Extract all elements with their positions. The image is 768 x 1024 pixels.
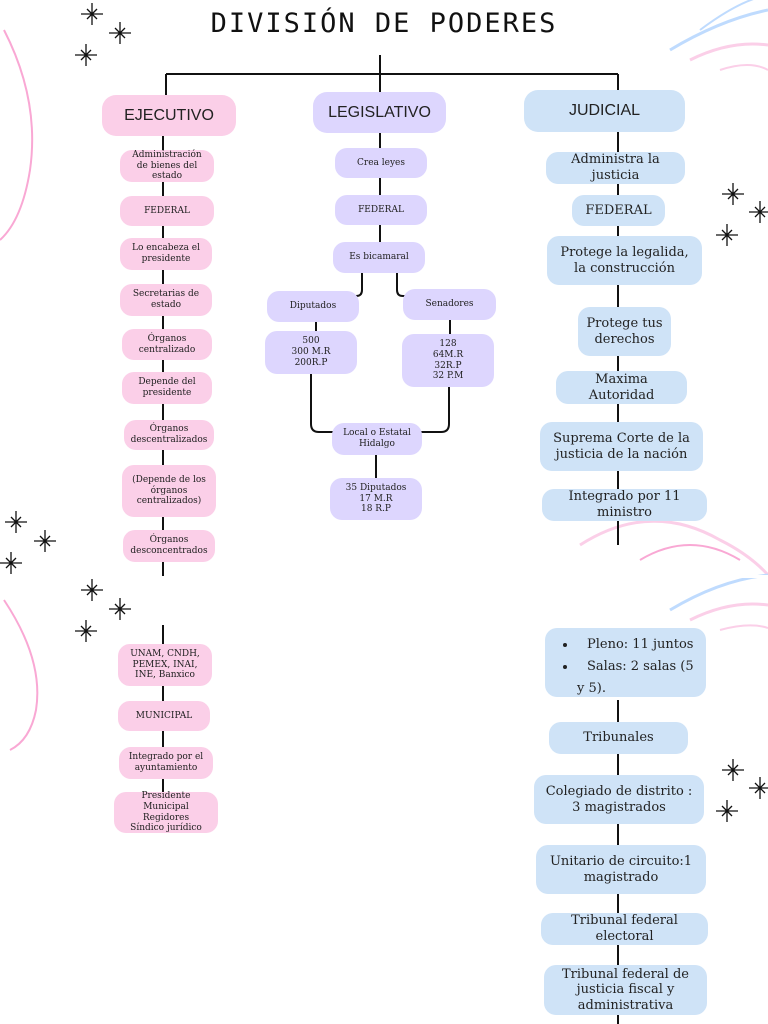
suprema-corte-list: Pleno: 11 juntos Salas: 2 salas (5 y 5).: [545, 628, 706, 697]
judicial-item: Tribunal federal electoral: [541, 913, 708, 945]
ejecutivo-item: Integrado por el ayuntamiento: [119, 747, 213, 779]
ejecutivo-item: Administración de bienes del estado: [120, 150, 214, 182]
page-title: DIVISIÓN DE PODERES: [210, 8, 558, 39]
judicial-item: Colegiado de distrito : 3 magistrados: [534, 775, 704, 824]
ejecutivo-item: (Depende de los órganos centralizados): [122, 465, 216, 517]
judicial-item: Protege la legalida, la construcción: [547, 236, 702, 285]
legislativo-header: LEGISLATIVO: [313, 92, 446, 133]
ejecutivo-item: Presidente Municipal Regidores Síndico j…: [114, 791, 218, 833]
ejecutivo-item: FEDERAL: [120, 196, 214, 226]
legislativo-item: Crea leyes: [335, 148, 427, 178]
legislativo-item: Es bicamaral: [333, 242, 425, 273]
judicial-item: Maxima Autoridad: [556, 371, 687, 404]
ejecutivo-item: MUNICIPAL: [118, 701, 210, 731]
local-diputados-count: 35 Diputados 17 M.R 18 R.P: [330, 478, 422, 520]
ejecutivo-header: EJECUTIVO: [102, 95, 236, 136]
ejecutivo-item: UNAM, CNDH, PEMEX, INAI, INE, Banxico: [118, 644, 212, 686]
judicial-item: FEDERAL: [572, 195, 665, 226]
ejecutivo-item: Depende del presidente: [122, 372, 212, 404]
diputados-box: Diputados: [267, 291, 359, 322]
ejecutivo-item: Órganos centralizado: [122, 329, 212, 360]
judicial-item: Suprema Corte de la justicia de la nació…: [540, 422, 703, 471]
list-item: Salas: 2 salas (5 y 5).: [577, 656, 696, 700]
judicial-item: Protege tus derechos: [578, 307, 671, 356]
list-item: Pleno: 11 juntos: [577, 634, 696, 656]
ejecutivo-item: Lo encabeza el presidente: [120, 238, 212, 270]
local-estatal-box: Local o Estatal Hidalgo: [332, 423, 422, 455]
judicial-item: Integrado por 11 ministro: [542, 489, 707, 521]
ejecutivo-item: Órganos desconcentrados: [123, 530, 215, 562]
judicial-item: Tribunales: [549, 722, 688, 754]
judicial-header: JUDICIAL: [524, 90, 685, 132]
senadores-box: Senadores: [403, 289, 496, 320]
judicial-item: Unitario de circuito:1 magistrado: [536, 845, 706, 894]
ejecutivo-item: Órganos descentralizados: [124, 420, 214, 450]
judicial-item: Tribunal federal de justicia fiscal y ad…: [544, 965, 707, 1015]
judicial-item: Administra la justicia: [546, 152, 685, 184]
senadores-count: 128 64M.R 32R.P 32 P.M: [402, 334, 494, 387]
diputados-count: 500 300 M.R 200R.P: [265, 331, 357, 374]
legislativo-item: FEDERAL: [335, 195, 427, 225]
ejecutivo-item: Secretarias de estado: [120, 284, 212, 316]
